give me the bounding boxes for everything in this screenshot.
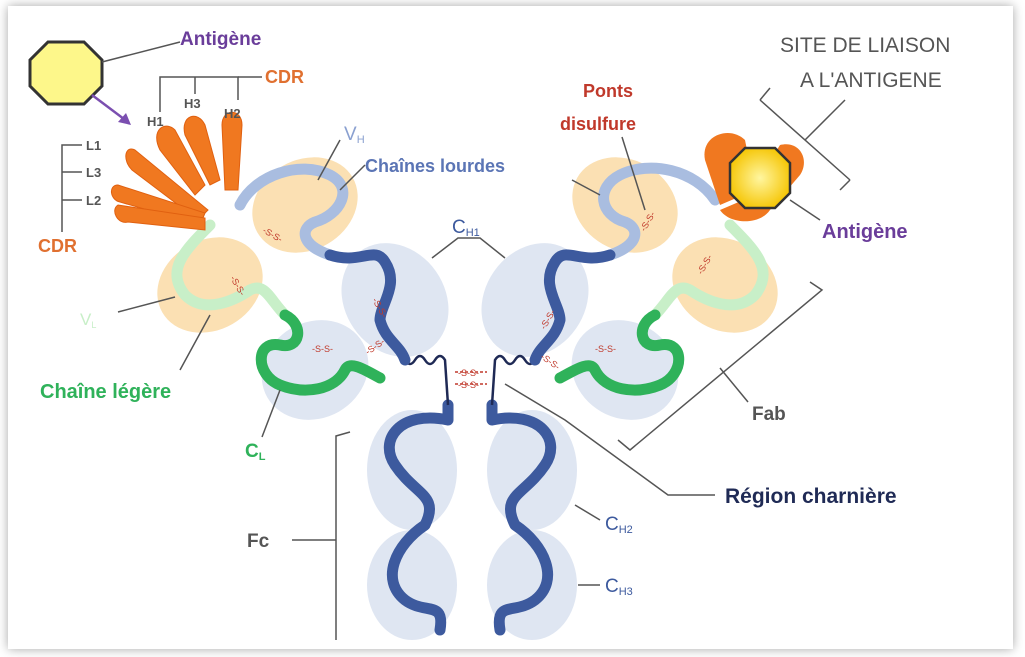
left-cdr-h2 <box>222 112 242 190</box>
halo-ch2-left <box>367 410 457 530</box>
label-binding-site-2: A L'ANTIGENE <box>800 69 942 92</box>
label-fc: Fc <box>247 531 270 552</box>
label-antigen-topleft: Antigène <box>180 29 261 50</box>
leader-binding <box>805 100 845 140</box>
ss-right-inter: -S-S- <box>539 351 562 371</box>
bracket-binding-b <box>840 180 850 190</box>
label-l1: L1 <box>86 138 101 153</box>
hinge-ss-1: -S-S- <box>458 368 479 378</box>
label-antigen-right: Antigène <box>822 221 908 243</box>
leader-ch2 <box>575 505 600 520</box>
cdr-left-bracket <box>62 145 82 232</box>
ss-right-cl: -S-S- <box>595 344 616 354</box>
label-h2: H2 <box>224 106 241 121</box>
leader-fab <box>720 368 748 402</box>
ss-left-cl: -S-S- <box>312 344 333 354</box>
leader-ch1 <box>432 238 505 258</box>
label-hinge: Région charnière <box>725 485 897 508</box>
bracket-binding-a <box>760 88 770 100</box>
label-h1: H1 <box>147 114 164 129</box>
label-ch1: CH1 <box>452 217 480 239</box>
label-vh: VH <box>344 124 365 146</box>
label-l2: L2 <box>86 193 101 208</box>
right-antigen-octagon <box>730 148 790 208</box>
antigen-octagon-topleft <box>30 42 102 104</box>
left-cdr-loops <box>111 112 242 230</box>
leader-antigen-right <box>790 200 820 220</box>
cdr-top-bracket <box>160 77 262 112</box>
label-cl: CL <box>245 441 266 463</box>
label-fab: Fab <box>752 404 786 425</box>
label-ch3: CH3 <box>605 576 633 598</box>
label-heavy-chains: Chaînes lourdes <box>365 156 505 176</box>
label-l3: L3 <box>86 165 101 180</box>
label-cdr-top: CDR <box>265 67 304 87</box>
hinge-ss-2: -S-S- <box>458 380 479 390</box>
label-disulfide-1: Ponts <box>583 81 633 101</box>
bracket-fc <box>336 432 350 640</box>
label-light-chain: Chaîne légère <box>40 381 171 403</box>
hinge-wave-left <box>405 356 448 405</box>
label-disulfide-2: disulfure <box>560 114 636 134</box>
antigen-label-leader <box>102 42 180 62</box>
label-binding-site-1: SITE DE LIAISON <box>780 34 950 57</box>
label-vl: VL <box>80 310 96 330</box>
label-ch2: CH2 <box>605 514 633 536</box>
hinge-region: -S-S- -S-S- <box>405 356 535 405</box>
label-cdr-left: CDR <box>38 236 77 256</box>
right-cdr-loops <box>704 133 803 221</box>
label-h3: H3 <box>184 96 201 111</box>
halo-vh-left <box>235 139 375 272</box>
